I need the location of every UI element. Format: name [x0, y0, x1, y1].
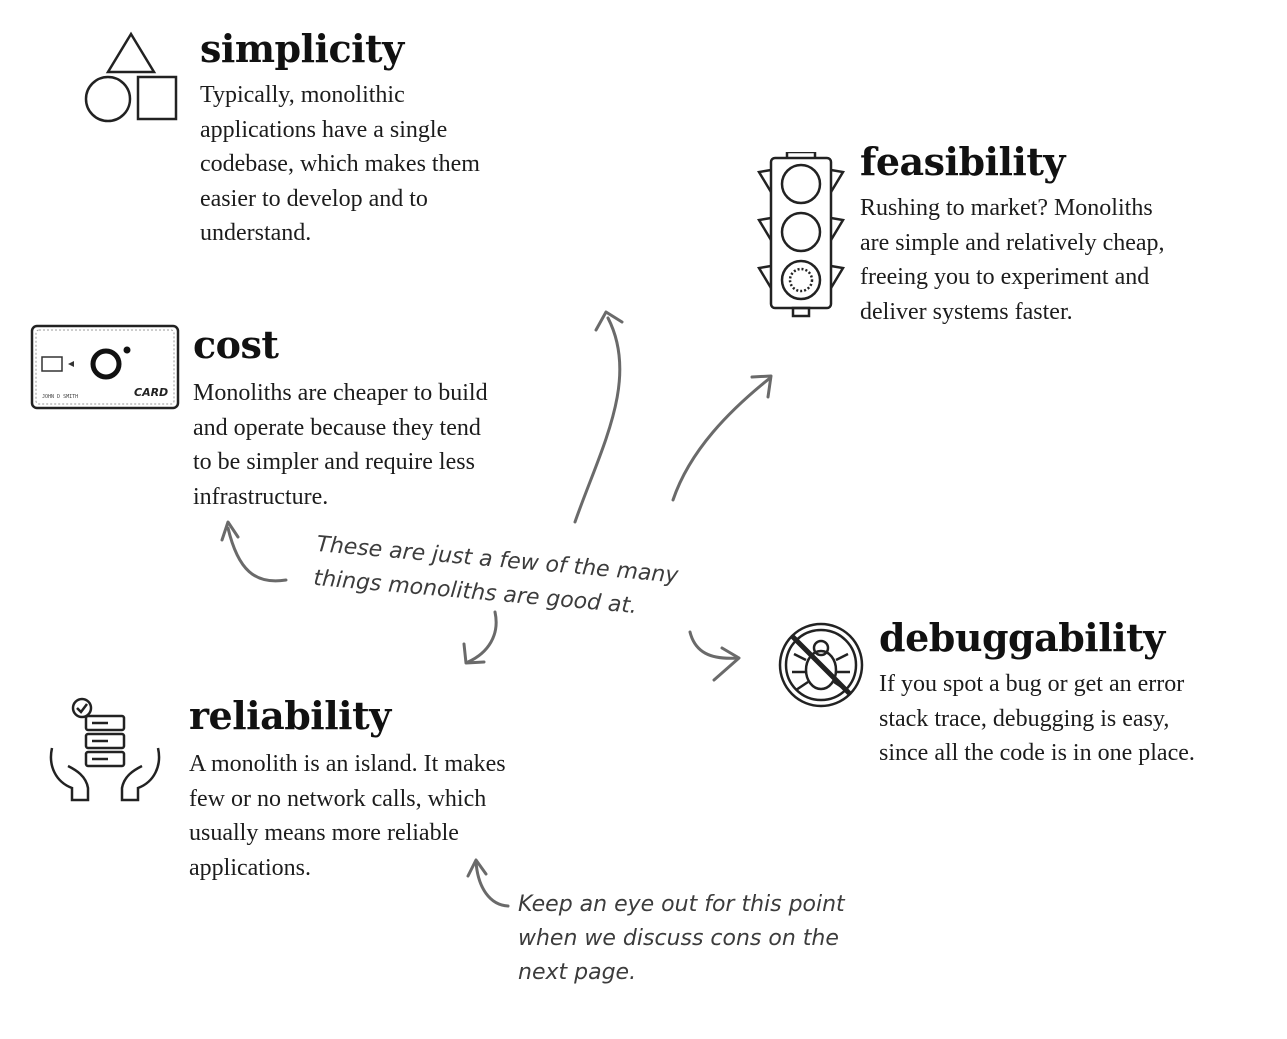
simplicity-title: simplicity	[200, 26, 404, 71]
shapes-icon	[82, 30, 180, 124]
debuggability-text: If you spot a bug or get an error stack …	[879, 671, 1195, 766]
feasibility-section: feasibility Rushing to market? Monoliths…	[860, 143, 1165, 329]
cost-text: Monoliths are cheaper to build and opera…	[193, 380, 488, 510]
simplicity-section: simplicity Typically, monolithic applica…	[200, 30, 480, 251]
arrow-to-feasibility	[671, 376, 772, 502]
credit-card-icon: CARD JOHN D SMITH	[30, 324, 180, 410]
reliability-text: A monolith is an island. It makes few or…	[189, 751, 506, 881]
traffic-light-icon	[756, 150, 846, 318]
cost-section: cost Monoliths are cheaper to build and …	[193, 326, 488, 514]
no-bug-icon	[776, 620, 866, 710]
simplicity-text: Typically, monolithic applications have …	[200, 82, 480, 246]
card-label: CARD	[134, 386, 168, 399]
reliability-title: reliability	[189, 693, 391, 738]
debuggability-section: debuggability If you spot a bug or get a…	[879, 619, 1195, 771]
arrow-to-reliability	[466, 610, 498, 664]
arrow-to-debuggability	[688, 630, 740, 660]
arrow-from-bottom-note	[474, 860, 510, 908]
cost-title: cost	[193, 322, 279, 367]
card-name: JOHN D SMITH	[42, 394, 78, 400]
feasibility-title: feasibility	[860, 139, 1065, 184]
arrow-to-top	[573, 316, 622, 524]
server-hands-icon	[46, 696, 164, 806]
reliability-section: reliability A monolith is an island. It …	[189, 697, 506, 885]
arrow-to-cost	[226, 526, 288, 583]
debuggability-title: debuggability	[879, 615, 1165, 660]
feasibility-text: Rushing to market? Monoliths are simple …	[860, 195, 1165, 325]
bottom-note: Keep an eye out for this point when we d…	[518, 892, 845, 985]
